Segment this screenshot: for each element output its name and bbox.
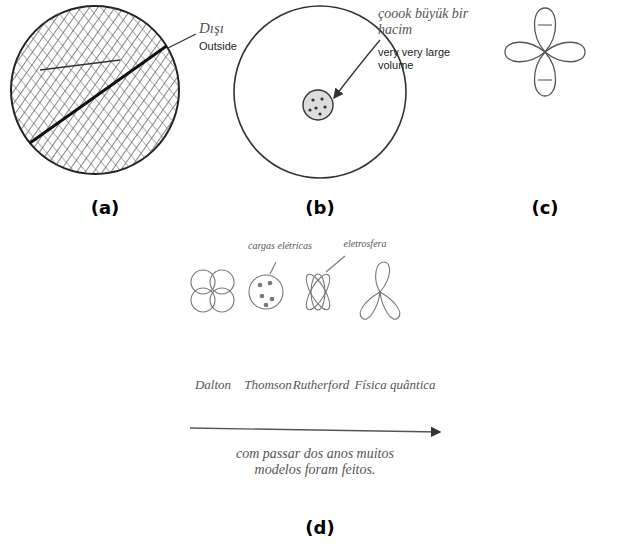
model-name: Rutherford bbox=[290, 378, 352, 393]
annotation-label: cargas elétricas bbox=[245, 240, 315, 252]
model-name: Física quântica bbox=[350, 378, 440, 393]
panel-caption: (d) bbox=[290, 518, 350, 539]
annotation-label: eletrosfera bbox=[330, 238, 400, 250]
panel-caption: (c) bbox=[515, 198, 575, 219]
solid-sphere bbox=[11, 6, 196, 174]
handwritten-label: Dışı bbox=[199, 20, 259, 37]
panel-caption: (b) bbox=[290, 198, 350, 219]
handwritten-label: çoook büyük bir hacim bbox=[378, 6, 473, 38]
orbital-shape bbox=[505, 8, 585, 96]
model-sequence bbox=[190, 256, 440, 432]
translation-label: very very large volume bbox=[378, 46, 488, 71]
panel-caption: (a) bbox=[75, 198, 135, 219]
model-name: Dalton bbox=[183, 378, 243, 393]
note-text: com passar dos anos muitos modelos foram… bbox=[215, 446, 415, 478]
translation-label: Outside bbox=[199, 40, 269, 53]
model-name: Thomson bbox=[238, 378, 298, 393]
